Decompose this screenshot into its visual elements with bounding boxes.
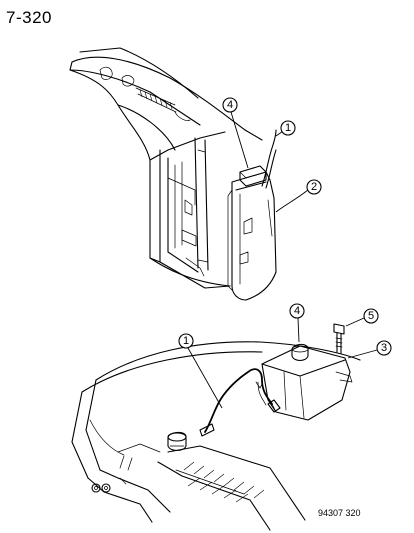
washer-reservoir-upper — [227, 129, 277, 301]
callout-4-lower: 4 — [289, 303, 305, 343]
lower-view-engine-compartment — [71, 341, 361, 531]
figure-code: 94307 320 — [318, 508, 361, 518]
callout-1-upper-label: 1 — [285, 122, 291, 134]
callout-1-upper: 1 — [275, 120, 296, 137]
callout-5: 5 — [345, 308, 379, 327]
callout-2-label: 2 — [311, 181, 317, 193]
callout-1-lower-label: 1 — [183, 335, 189, 347]
upper-view-fender-assembly — [69, 47, 263, 289]
callout-4-upper: 4 — [222, 97, 249, 169]
page-number: 7-320 — [6, 8, 52, 27]
callout-3-label: 3 — [381, 342, 387, 354]
callout-5-label: 5 — [368, 310, 374, 322]
callout-2: 2 — [275, 179, 322, 213]
washer-reservoir-lower — [204, 323, 353, 433]
callout-3: 3 — [347, 340, 392, 359]
callout-4-lower-label: 4 — [294, 305, 300, 317]
callout-1-lower: 1 — [178, 333, 223, 409]
callout-4-upper-label: 4 — [227, 99, 233, 111]
